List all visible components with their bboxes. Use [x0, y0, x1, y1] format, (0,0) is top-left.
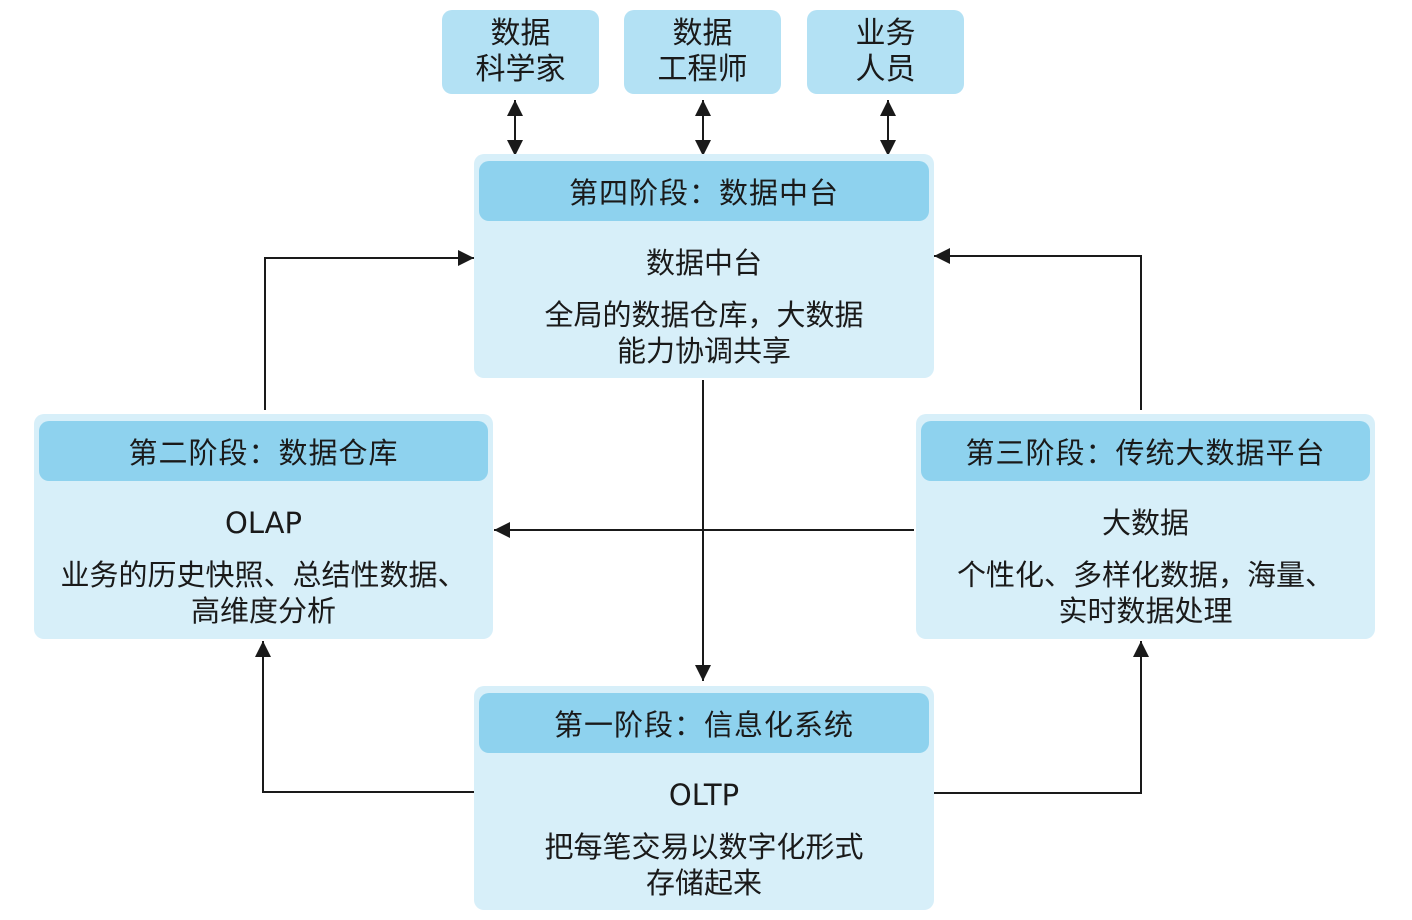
- stage4-desc-line2: 能力协调共享: [616, 334, 791, 368]
- stage1-description: 把每笔交易以数字化形式 存储起来: [474, 829, 934, 901]
- arrow-stage1-to-stage2: [255, 641, 474, 793]
- role-line1: 数据: [490, 16, 551, 51]
- role-business-staff: 业务 人员: [807, 10, 964, 94]
- stage1-desc-line1: 把每笔交易以数字化形式: [544, 830, 864, 864]
- role-line2: 工程师: [657, 52, 748, 87]
- stage2-desc-line2: 高维度分析: [190, 594, 336, 628]
- stage1-box: 第一阶段：信息化系统 OLTP 把每笔交易以数字化形式 存储起来: [474, 686, 934, 910]
- stage2-desc-line1: 业务的历史快照、总结性数据、: [60, 558, 467, 592]
- stage3-desc-line1: 个性化、多样化数据，海量、: [956, 558, 1334, 592]
- stage4-subtitle: 数据中台: [645, 246, 762, 280]
- stage2-title: 第二阶段：数据仓库: [39, 421, 488, 481]
- arrow-stage3-to-stage4: [934, 248, 1142, 410]
- stage3-subtitle: 大数据: [1101, 506, 1189, 540]
- stage4-box: 第四阶段：数据中台 数据中台 全局的数据仓库，大数据 能力协调共享: [474, 154, 934, 378]
- arrow-stage2-to-stage4: [264, 250, 474, 410]
- stage2-subtitle: OLAP: [225, 506, 302, 540]
- stage1-title: 第一阶段：信息化系统: [479, 693, 929, 753]
- stage2-box: 第二阶段：数据仓库 OLAP 业务的历史快照、总结性数据、 高维度分析: [34, 414, 493, 639]
- stage2-description: 业务的历史快照、总结性数据、 高维度分析: [34, 557, 493, 629]
- role-data-engineer: 数据 工程师: [624, 10, 781, 94]
- role-line1: 数据: [672, 16, 733, 51]
- stage1-desc-line2: 存储起来: [645, 866, 762, 900]
- stage4-title: 第四阶段：数据中台: [479, 161, 929, 221]
- role-line1: 业务: [855, 16, 916, 51]
- role-line2: 科学家: [475, 52, 566, 87]
- stage3-box: 第三阶段：传统大数据平台 大数据 个性化、多样化数据，海量、 实时数据处理: [916, 414, 1375, 639]
- arrow-stage1-to-stage3: [934, 641, 1149, 794]
- stage3-title: 第三阶段：传统大数据平台: [921, 421, 1370, 481]
- stage3-description: 个性化、多样化数据，海量、 实时数据处理: [916, 557, 1375, 629]
- role-line2: 人员: [855, 52, 916, 87]
- stage4-description: 全局的数据仓库，大数据 能力协调共享: [474, 297, 934, 369]
- stage1-subtitle: OLTP: [668, 778, 740, 812]
- role-data-scientist: 数据 科学家: [442, 10, 599, 94]
- stage3-desc-line2: 实时数据处理: [1058, 594, 1233, 628]
- stage4-desc-line1: 全局的数据仓库，大数据: [544, 298, 864, 332]
